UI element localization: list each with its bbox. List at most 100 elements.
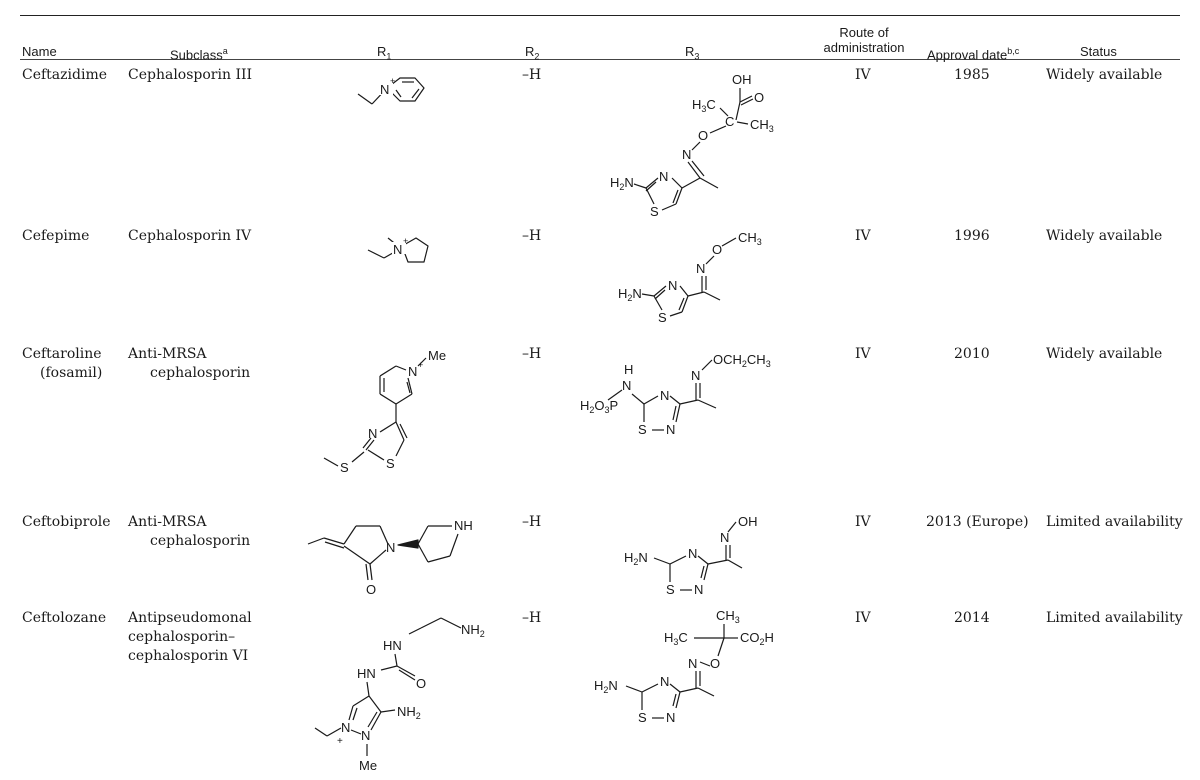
svg-text:S: S bbox=[386, 456, 395, 471]
svg-text:S: S bbox=[666, 582, 675, 597]
row-5-status: Limited availability bbox=[1046, 610, 1183, 626]
svg-text:N: N bbox=[660, 674, 669, 689]
row-2-name: Cefepime bbox=[22, 228, 90, 244]
svg-text:S: S bbox=[638, 422, 647, 437]
svg-text:S: S bbox=[638, 710, 647, 725]
svg-text:CH3: CH3 bbox=[750, 117, 774, 134]
row-5-r3-structure: CH3 H3C CO2H O N N N S H2N bbox=[594, 608, 774, 725]
svg-text:CH3: CH3 bbox=[738, 230, 762, 247]
row-4-status: Limited availability bbox=[1046, 514, 1183, 530]
row-2-approval: 1996 bbox=[954, 228, 990, 244]
row-2-r3-structure: CH3 O N N S H2N bbox=[618, 230, 762, 325]
svg-text:CH3: CH3 bbox=[716, 608, 740, 625]
row-5-route: IV bbox=[855, 610, 871, 626]
svg-text:OCH2CH3: OCH2CH3 bbox=[713, 352, 771, 369]
row-3-r1-structure: Me N + S N S bbox=[323, 348, 446, 475]
svg-text:C: C bbox=[725, 114, 734, 129]
row-4-route: IV bbox=[855, 514, 871, 530]
header-r2: R2 bbox=[525, 44, 540, 62]
row-3-route: IV bbox=[855, 346, 871, 362]
row-2-route: IV bbox=[855, 228, 871, 244]
svg-text:+: + bbox=[403, 236, 408, 246]
row-3-subclass: Anti-MRSA bbox=[128, 346, 207, 362]
svg-text:HN: HN bbox=[383, 638, 402, 653]
svg-text:N: N bbox=[361, 728, 370, 743]
row-1-subclass: Cephalosporin III bbox=[128, 67, 253, 83]
row-1-approval: 1985 bbox=[954, 67, 990, 83]
svg-text:N: N bbox=[386, 540, 395, 555]
svg-text:H2N: H2N bbox=[618, 286, 642, 303]
svg-text:N: N bbox=[368, 426, 377, 441]
row-3-status: Widely available bbox=[1046, 346, 1163, 362]
svg-text:N: N bbox=[682, 147, 691, 162]
row-1-r2: –H bbox=[522, 67, 542, 83]
header-status: Status bbox=[1080, 44, 1117, 59]
svg-text:H: H bbox=[624, 362, 633, 377]
svg-text:N: N bbox=[694, 582, 703, 597]
svg-text:O: O bbox=[698, 128, 708, 143]
svg-text:H2O3P: H2O3P bbox=[580, 398, 618, 415]
svg-text:N: N bbox=[341, 720, 350, 735]
svg-text:OH: OH bbox=[732, 72, 752, 87]
svg-text:O: O bbox=[366, 582, 376, 597]
svg-text:NH: NH bbox=[454, 518, 473, 533]
row-4-r2: –H bbox=[522, 514, 542, 530]
svg-text:O: O bbox=[416, 676, 426, 691]
row-2-r2: –H bbox=[522, 228, 542, 244]
row-3-approval: 2010 bbox=[954, 346, 990, 362]
svg-text:N: N bbox=[666, 422, 675, 437]
row-4-r1-structure: N O NH bbox=[307, 518, 473, 597]
svg-text:N: N bbox=[720, 530, 729, 545]
svg-text:O: O bbox=[710, 656, 720, 671]
row-4-name: Ceftobiprole bbox=[22, 514, 111, 530]
svg-text:H3C: H3C bbox=[692, 97, 716, 114]
row-1-status: Widely available bbox=[1046, 67, 1163, 83]
header-name: Name bbox=[22, 44, 57, 59]
header-r3: R3 bbox=[685, 44, 700, 62]
row-2-r1-structure: N + bbox=[367, 236, 429, 263]
row-4-subclass: Anti-MRSA bbox=[128, 514, 207, 530]
header-route-line1: Route of bbox=[839, 25, 889, 40]
row-5-subclass-line3: cephalosporin VI bbox=[128, 648, 249, 664]
row-5-approval: 2014 bbox=[954, 610, 990, 626]
svg-text:N: N bbox=[696, 261, 705, 276]
row-1-name: Ceftazidime bbox=[22, 67, 108, 83]
svg-text:+: + bbox=[390, 76, 395, 86]
svg-text:S: S bbox=[340, 460, 349, 475]
svg-text:H2N: H2N bbox=[624, 550, 648, 567]
svg-text:N: N bbox=[622, 378, 631, 393]
svg-text:O: O bbox=[712, 242, 722, 257]
svg-text:+: + bbox=[337, 736, 343, 747]
svg-text:S: S bbox=[650, 204, 659, 219]
row-5-name: Ceftolozane bbox=[22, 610, 107, 626]
row-3-subclass-line2: cephalosporin bbox=[150, 365, 251, 381]
svg-text:N: N bbox=[691, 368, 700, 383]
svg-text:N: N bbox=[380, 82, 389, 97]
row-5-subclass-line2: cephalosporin– bbox=[128, 629, 236, 645]
header-approval: Approval dateb,c bbox=[927, 46, 1020, 63]
svg-text:HN: HN bbox=[357, 666, 376, 681]
svg-text:N: N bbox=[688, 656, 697, 671]
row-5-subclass: Antipseudomonal bbox=[128, 610, 252, 626]
header-route: Route of administration bbox=[816, 25, 912, 55]
row-5-r2: –H bbox=[522, 610, 542, 626]
row-1-r3-structure: OH O H3C C CH3 O N N S H2N bbox=[610, 72, 774, 219]
svg-text:NH2: NH2 bbox=[397, 704, 421, 721]
row-3-name-line2: (fosamil) bbox=[40, 365, 103, 381]
row-1-r1-structure: N + bbox=[357, 76, 425, 105]
table-header-rule bbox=[20, 59, 1180, 60]
svg-text:H2N: H2N bbox=[594, 678, 618, 695]
svg-text:S: S bbox=[658, 310, 667, 325]
row-5-r1-structure: NH2 HN O HN NH2 N + N Me bbox=[314, 617, 485, 773]
row-3-r3-structure: OCH2CH3 N N N S N H H2O3P bbox=[580, 352, 771, 437]
svg-text:+: + bbox=[418, 360, 423, 370]
row-4-approval: 2013 (Europe) bbox=[926, 514, 1029, 530]
svg-text:H3C: H3C bbox=[664, 630, 688, 647]
svg-text:N: N bbox=[408, 364, 417, 379]
header-route-line2: administration bbox=[823, 40, 905, 55]
svg-text:N: N bbox=[660, 388, 669, 403]
row-3-r2: –H bbox=[522, 346, 542, 362]
header-r1: R1 bbox=[377, 44, 392, 62]
svg-text:CO2H: CO2H bbox=[740, 630, 774, 647]
svg-text:H2N: H2N bbox=[610, 175, 634, 192]
